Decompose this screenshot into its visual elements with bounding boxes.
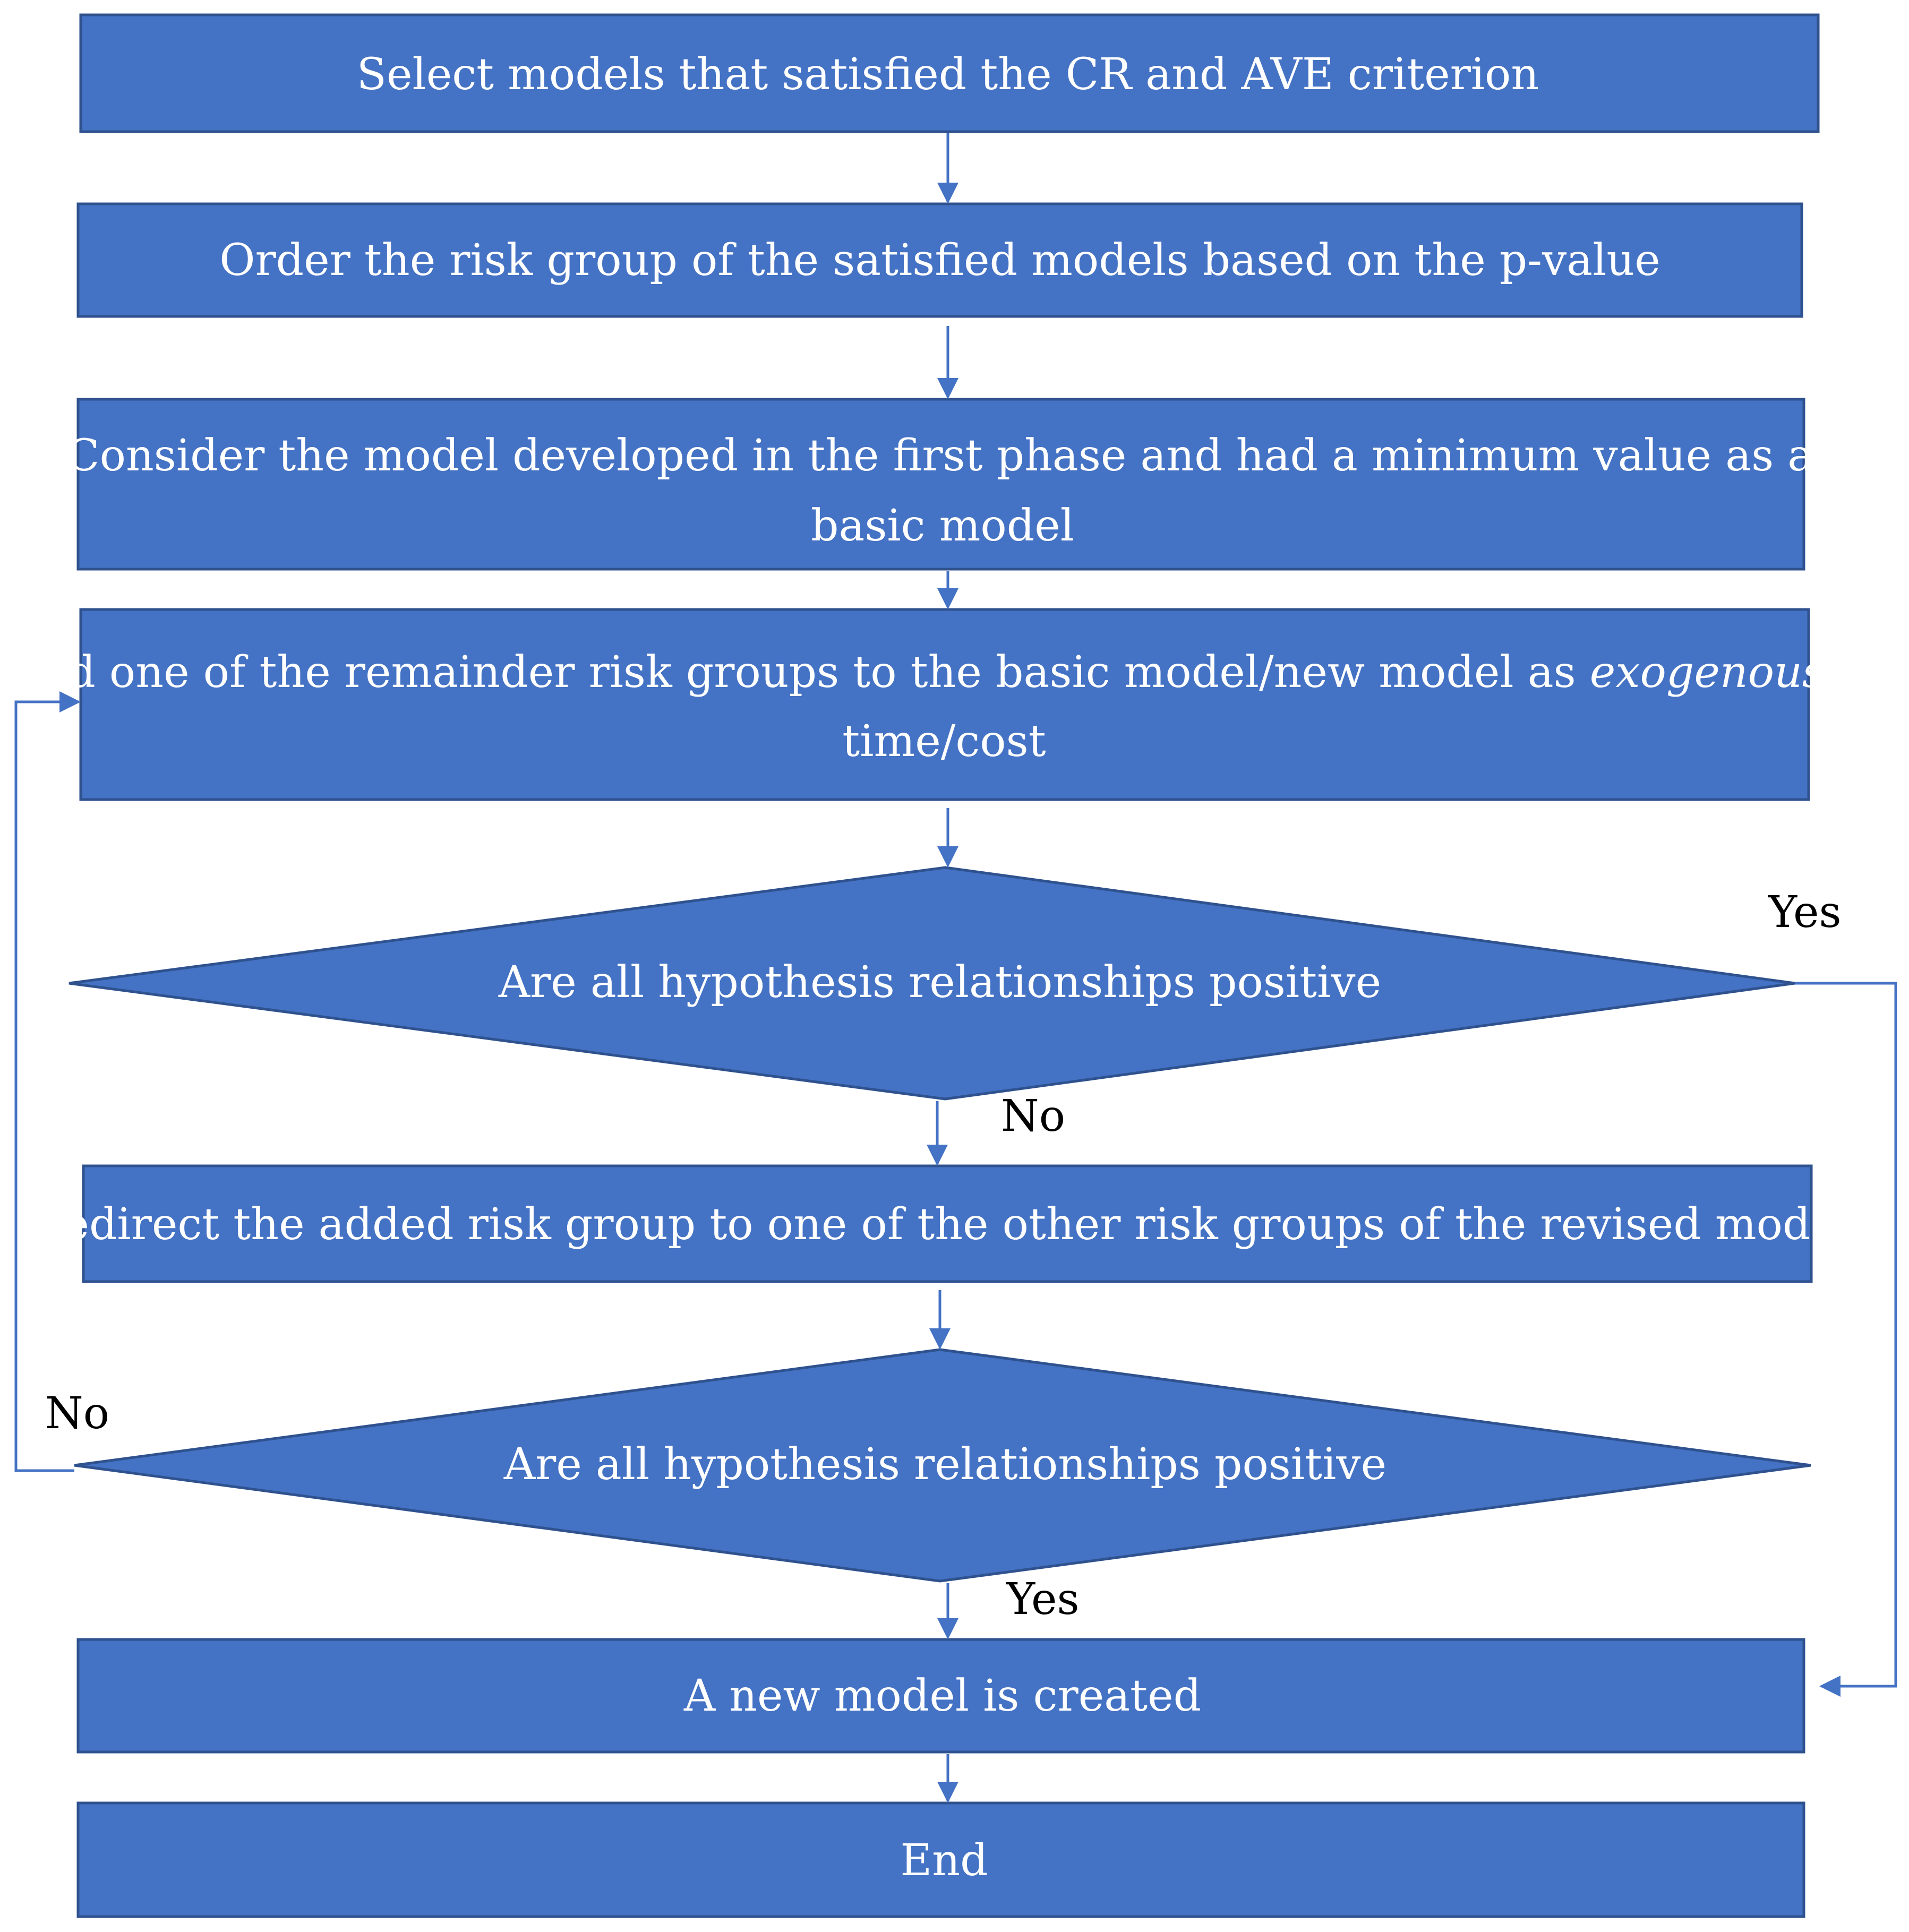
step-end-text: End [900,1835,988,1886]
connectors [14,133,1897,1803]
decision-hypothesis-1-text: Are all hypothesis relationships positiv… [498,957,1381,1008]
step-new-model-created-text: A new model is created [683,1671,1201,1721]
step-add-risk-group: Add one of the remainder risk groups to … [8,608,1882,801]
decision-hypothesis-2: Are all hypothesis relationships positiv… [74,1348,1811,1583]
step-select-models-box [79,13,1820,133]
step-add-risk-group-line1-italic: exogenous [1590,647,1825,698]
label-yes-decision1: Yes [1768,887,1842,938]
step-redirect-risk-group: Redirect the added risk group to one of … [31,1164,1864,1283]
step-consider-basic-model-box [76,398,1805,571]
arrow-decision2-no-loop-to-add [14,691,81,1472]
step-add-risk-group-line1-start: Add one of the remainder risk groups to … [8,647,1590,698]
step-consider-basic-model: Consider the model developed in the firs… [66,398,1813,571]
label-yes-decision2: Yes [1006,1574,1080,1625]
step-add-risk-group-box [79,608,1810,801]
step-new-model-created-box [76,1638,1805,1754]
step-add-risk-group-line1-end: to [1825,647,1882,698]
step-consider-basic-model-line1: Consider the model developed in the firs… [66,431,1813,481]
step-order-risk-group-box [76,202,1803,318]
step-select-models: Select models that satisfied the CR and … [79,13,1820,133]
decision-hypothesis-1: Are all hypothesis relationships positiv… [69,866,1795,1101]
label-no-decision1: No [1001,1091,1065,1141]
step-order-risk-group: Order the risk group of the satisfied mo… [76,202,1803,318]
label-no-decision2: No [45,1388,109,1439]
step-redirect-risk-group-box [82,1164,1813,1283]
step-consider-basic-model-line2: basic model [811,501,1074,551]
step-add-risk-group-line1: Add one of the remainder risk groups to … [8,647,1882,698]
decision-hypothesis-2-text: Are all hypothesis relationships positiv… [503,1439,1386,1490]
step-add-risk-group-line2: time/cost [842,716,1046,767]
step-end: End [76,1801,1805,1918]
step-end-box [76,1801,1805,1918]
arrow-decision1-yes-to-new-model [1795,982,1897,1697]
decision-hypothesis-1-diamond [69,866,1795,1101]
step-new-model-created: A new model is created [76,1638,1805,1754]
decision-hypothesis-2-diamond [74,1348,1811,1583]
step-order-risk-group-text: Order the risk group of the satisfied mo… [219,235,1660,286]
step-redirect-risk-group-text: Redirect the added risk group to one of … [31,1199,1864,1250]
step-select-models-text: Select models that satisfied the CR and … [357,49,1539,100]
